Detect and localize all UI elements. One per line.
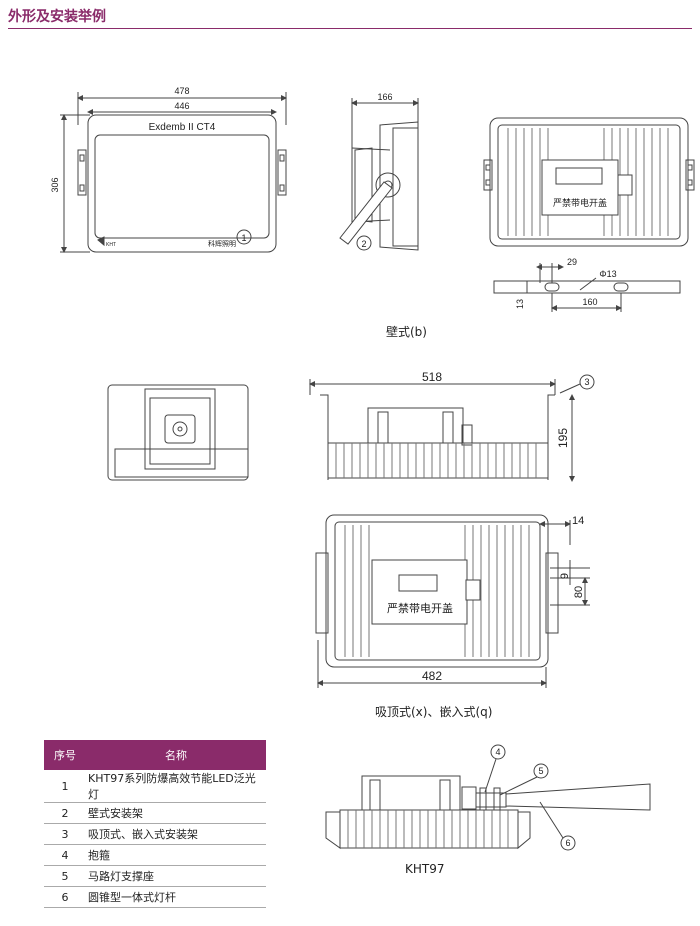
row-name: 马路灯支撑座 (86, 865, 266, 887)
callout-3: 3 (584, 377, 589, 387)
row-number: 5 (44, 865, 86, 887)
row-number: 2 (44, 802, 86, 824)
section-divider (8, 28, 692, 29)
dim-mount-height: 195 (556, 428, 570, 448)
street-lamp-mount-drawing (325, 744, 651, 851)
nameplate-label: Exdemb II CT4 (149, 122, 216, 133)
parts-table-header: 序号 名称 (44, 740, 266, 770)
ceiling-mount-side-drawing (107, 374, 595, 482)
dim-depth: 166 (377, 92, 392, 102)
row-name: 圆锥型一体式灯杆 (86, 886, 266, 908)
section-title: 外形及安装举例 (8, 9, 106, 25)
callout-5: 5 (538, 766, 543, 776)
row-number: 3 (44, 823, 86, 845)
callout-1: 1 (241, 233, 246, 243)
row-name: KHT97系列防爆高效节能LED泛光灯 (86, 770, 266, 803)
brand-mark-right: 科辉照明 (208, 239, 236, 248)
front-view-drawing (60, 92, 287, 253)
dim-inner-width: 446 (174, 101, 189, 111)
dim-bar-height: 13 (515, 299, 525, 309)
row-name: 抱箍 (86, 844, 266, 866)
side-view-drawing (339, 98, 419, 251)
dim-spacing: 160 (582, 297, 597, 307)
dim-mount-width: 518 (422, 370, 442, 384)
row-number: 4 (44, 844, 86, 866)
brand-mark-left: KHT (106, 242, 116, 248)
warning-label-rear: 严禁带电开盖 (553, 197, 607, 208)
dim-slot: 9 (559, 573, 571, 579)
caption-model: KHT97 (405, 862, 445, 876)
caption-ceiling-mount: 吸顶式(x)、嵌入式(q) (375, 705, 493, 719)
dim-outer-width: 478 (174, 86, 189, 96)
dim-slot-spacing: 80 (573, 586, 585, 598)
ceiling-mount-top-drawing (315, 514, 590, 688)
row-number: 6 (44, 886, 86, 908)
callout-4: 4 (495, 747, 500, 757)
callout-6: 6 (565, 838, 570, 848)
dim-hole: Φ13 (599, 269, 616, 279)
warning-label-top: 严禁带电开盖 (387, 601, 453, 615)
dim-top-width: 482 (422, 669, 442, 683)
caption-wall-mount: 壁式(b) (386, 325, 427, 339)
dim-height: 306 (50, 177, 60, 192)
rear-view-drawing (483, 117, 695, 312)
row-name: 壁式安装架 (86, 802, 266, 824)
callout-2: 2 (361, 239, 366, 249)
dim-right-offset: 14 (572, 515, 584, 527)
header-number: 序号 (44, 740, 86, 770)
header-name: 名称 (86, 740, 266, 770)
row-name: 吸顶式、嵌入式安装架 (86, 823, 266, 845)
row-number: 1 (44, 770, 86, 803)
dim-offset: 29 (567, 257, 577, 267)
